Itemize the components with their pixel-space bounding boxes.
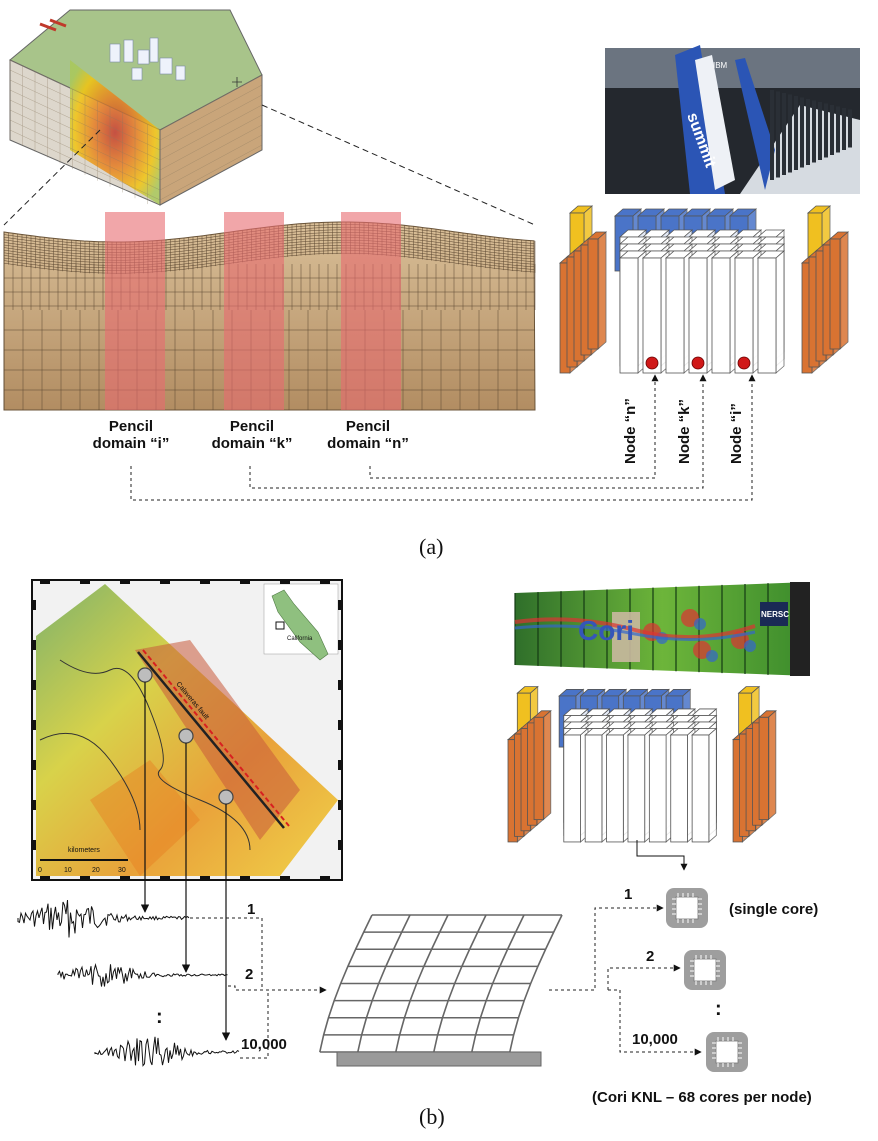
pencil-label-k-line2: domain “k”	[211, 435, 293, 452]
scale-tick-10: 10	[64, 867, 72, 874]
core-icons	[666, 888, 748, 1072]
cluster-diagram-a	[558, 205, 850, 374]
caption-a: (a)	[419, 534, 444, 559]
pencil-label-i-line1: Pencil	[108, 418, 154, 435]
seismogram-2	[57, 962, 228, 987]
single-core-label: (single core)	[729, 901, 819, 918]
scale-tick-30: 30	[118, 867, 126, 874]
scale-bar-label: kilometers	[68, 847, 100, 854]
scale-tick-20: 20	[92, 867, 100, 874]
pencil-label-n-line1: Pencil	[345, 418, 391, 435]
seismogram-1	[17, 899, 190, 938]
core-connectors	[549, 904, 702, 1056]
pencil-label-i: Pencil domain “i”	[86, 418, 176, 452]
core-label-10000: 10,000	[632, 1031, 678, 1048]
record-label-2: 2	[245, 966, 254, 983]
node-label-k: Node “k”	[676, 398, 693, 464]
core-label-2: 2	[646, 948, 655, 965]
cori-brand-text: Cori	[578, 615, 634, 646]
pencil-domain-k-highlight	[224, 212, 284, 410]
ibm-logo-text: IBM	[713, 61, 728, 70]
node-label-i: Node “i”	[728, 403, 745, 464]
record-label-ellipsis: :	[156, 1006, 163, 1028]
cori-knl-label: (Cori KNL – 68 cores per node)	[592, 1089, 812, 1106]
pencil-label-n: Pencil domain “n”	[318, 418, 418, 452]
pencil-label-k: Pencil domain “k”	[202, 418, 302, 452]
station-markers	[137, 667, 234, 1041]
pencil-label-k-line1: Pencil	[229, 418, 275, 435]
scale-tick-0: 0	[38, 867, 42, 874]
pencil-domain-i-highlight	[105, 212, 165, 410]
california-inset-label: California	[287, 636, 313, 642]
core-label-ellipsis: :	[715, 998, 722, 1020]
record-label-10000: 10,000	[241, 1036, 287, 1053]
pencil-domain-n-highlight	[341, 212, 401, 410]
cori-supercomputer-photo: Cori NERSC	[514, 582, 810, 676]
core-label-1: 1	[624, 886, 633, 903]
node-label-n: Node “n”	[622, 398, 639, 464]
core-chip-icon-3	[706, 1032, 748, 1072]
building-frame-model	[319, 914, 563, 1067]
pencil-label-n-line2: domain “n”	[327, 435, 409, 452]
pencil-label-i-line2: domain “i”	[92, 435, 170, 452]
caption-b: (b)	[419, 1104, 445, 1129]
seismogram-10000	[94, 1036, 240, 1067]
nersc-logo-text: NERSC	[761, 610, 789, 619]
record-connectors	[190, 917, 327, 1059]
record-label-1: 1	[247, 901, 256, 918]
summit-supercomputer-photo: summit IBM	[605, 45, 860, 194]
terrain-block-illustration	[9, 9, 263, 206]
pencil-node-connectors	[130, 374, 756, 501]
core-chip-icon-1	[666, 888, 708, 928]
core-chip-icon-2	[684, 950, 726, 990]
cluster-diagram-b	[506, 685, 777, 843]
cluster-to-core-arrow	[636, 840, 688, 871]
